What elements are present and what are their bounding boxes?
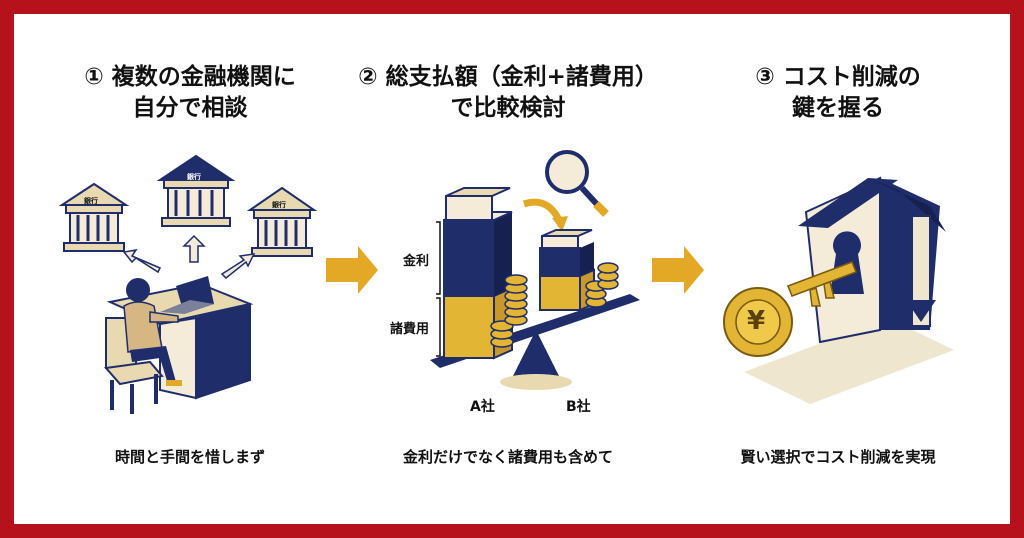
step3-title-line1: ③ コスト削減の <box>755 64 921 90</box>
stack-b-icon <box>539 229 595 312</box>
step1-title-line2: 自分で相談 <box>132 95 248 121</box>
label-fees: 諸費用 <box>390 322 430 337</box>
label-brackets <box>436 221 441 357</box>
coins-b-icon <box>585 262 619 308</box>
label-company-a: A社 <box>470 399 495 415</box>
step2-title: ② 総支払額（金利+諸費用） で比較検討 <box>358 62 658 124</box>
bank-sign-right: 銀行 <box>272 201 286 209</box>
label-company-b: B社 <box>566 399 591 415</box>
label-interest: 金利 <box>403 254 430 269</box>
bank-right-icon <box>246 186 318 257</box>
step2-title-line1: ② 総支払額（金利+諸費用） <box>358 64 658 90</box>
step1-caption: 時間と手間を惜しまず <box>114 448 265 466</box>
laptop-icon <box>160 276 214 314</box>
arrow-step2-to-step3 <box>652 246 704 294</box>
step3-caption: 賢い選択でコスト削減を実現 <box>740 448 936 466</box>
arrow-step1-to-step2 <box>326 246 378 294</box>
chair-icon <box>104 317 164 414</box>
house-icon <box>744 176 954 404</box>
bank-sign-left: 銀行 <box>84 197 98 205</box>
bank-center-icon <box>156 154 236 227</box>
step2-title-line2: で比較検討 <box>450 95 566 121</box>
bank-sign-center: 銀行 <box>187 173 201 181</box>
bank-left-icon <box>58 182 130 252</box>
step2-caption: 金利だけでなく諸費用も含めて <box>402 448 613 466</box>
consult-arrows <box>122 234 256 280</box>
step3-title-line2: 鍵を握る <box>792 95 884 121</box>
coins-a-icon <box>490 274 528 348</box>
yen-key-icon <box>723 261 857 357</box>
yen-symbol: ¥ <box>747 306 766 336</box>
step1-title: ① 複数の金融機関に 自分で相談 <box>40 62 340 124</box>
step3-title: ③ コスト削減の 鍵を握る <box>688 62 988 124</box>
stack-a-icon <box>443 187 513 360</box>
person-icon <box>123 278 182 386</box>
magnifier-icon <box>545 150 609 217</box>
step1-title-line1: ① 複数の金融機関に <box>84 64 296 90</box>
